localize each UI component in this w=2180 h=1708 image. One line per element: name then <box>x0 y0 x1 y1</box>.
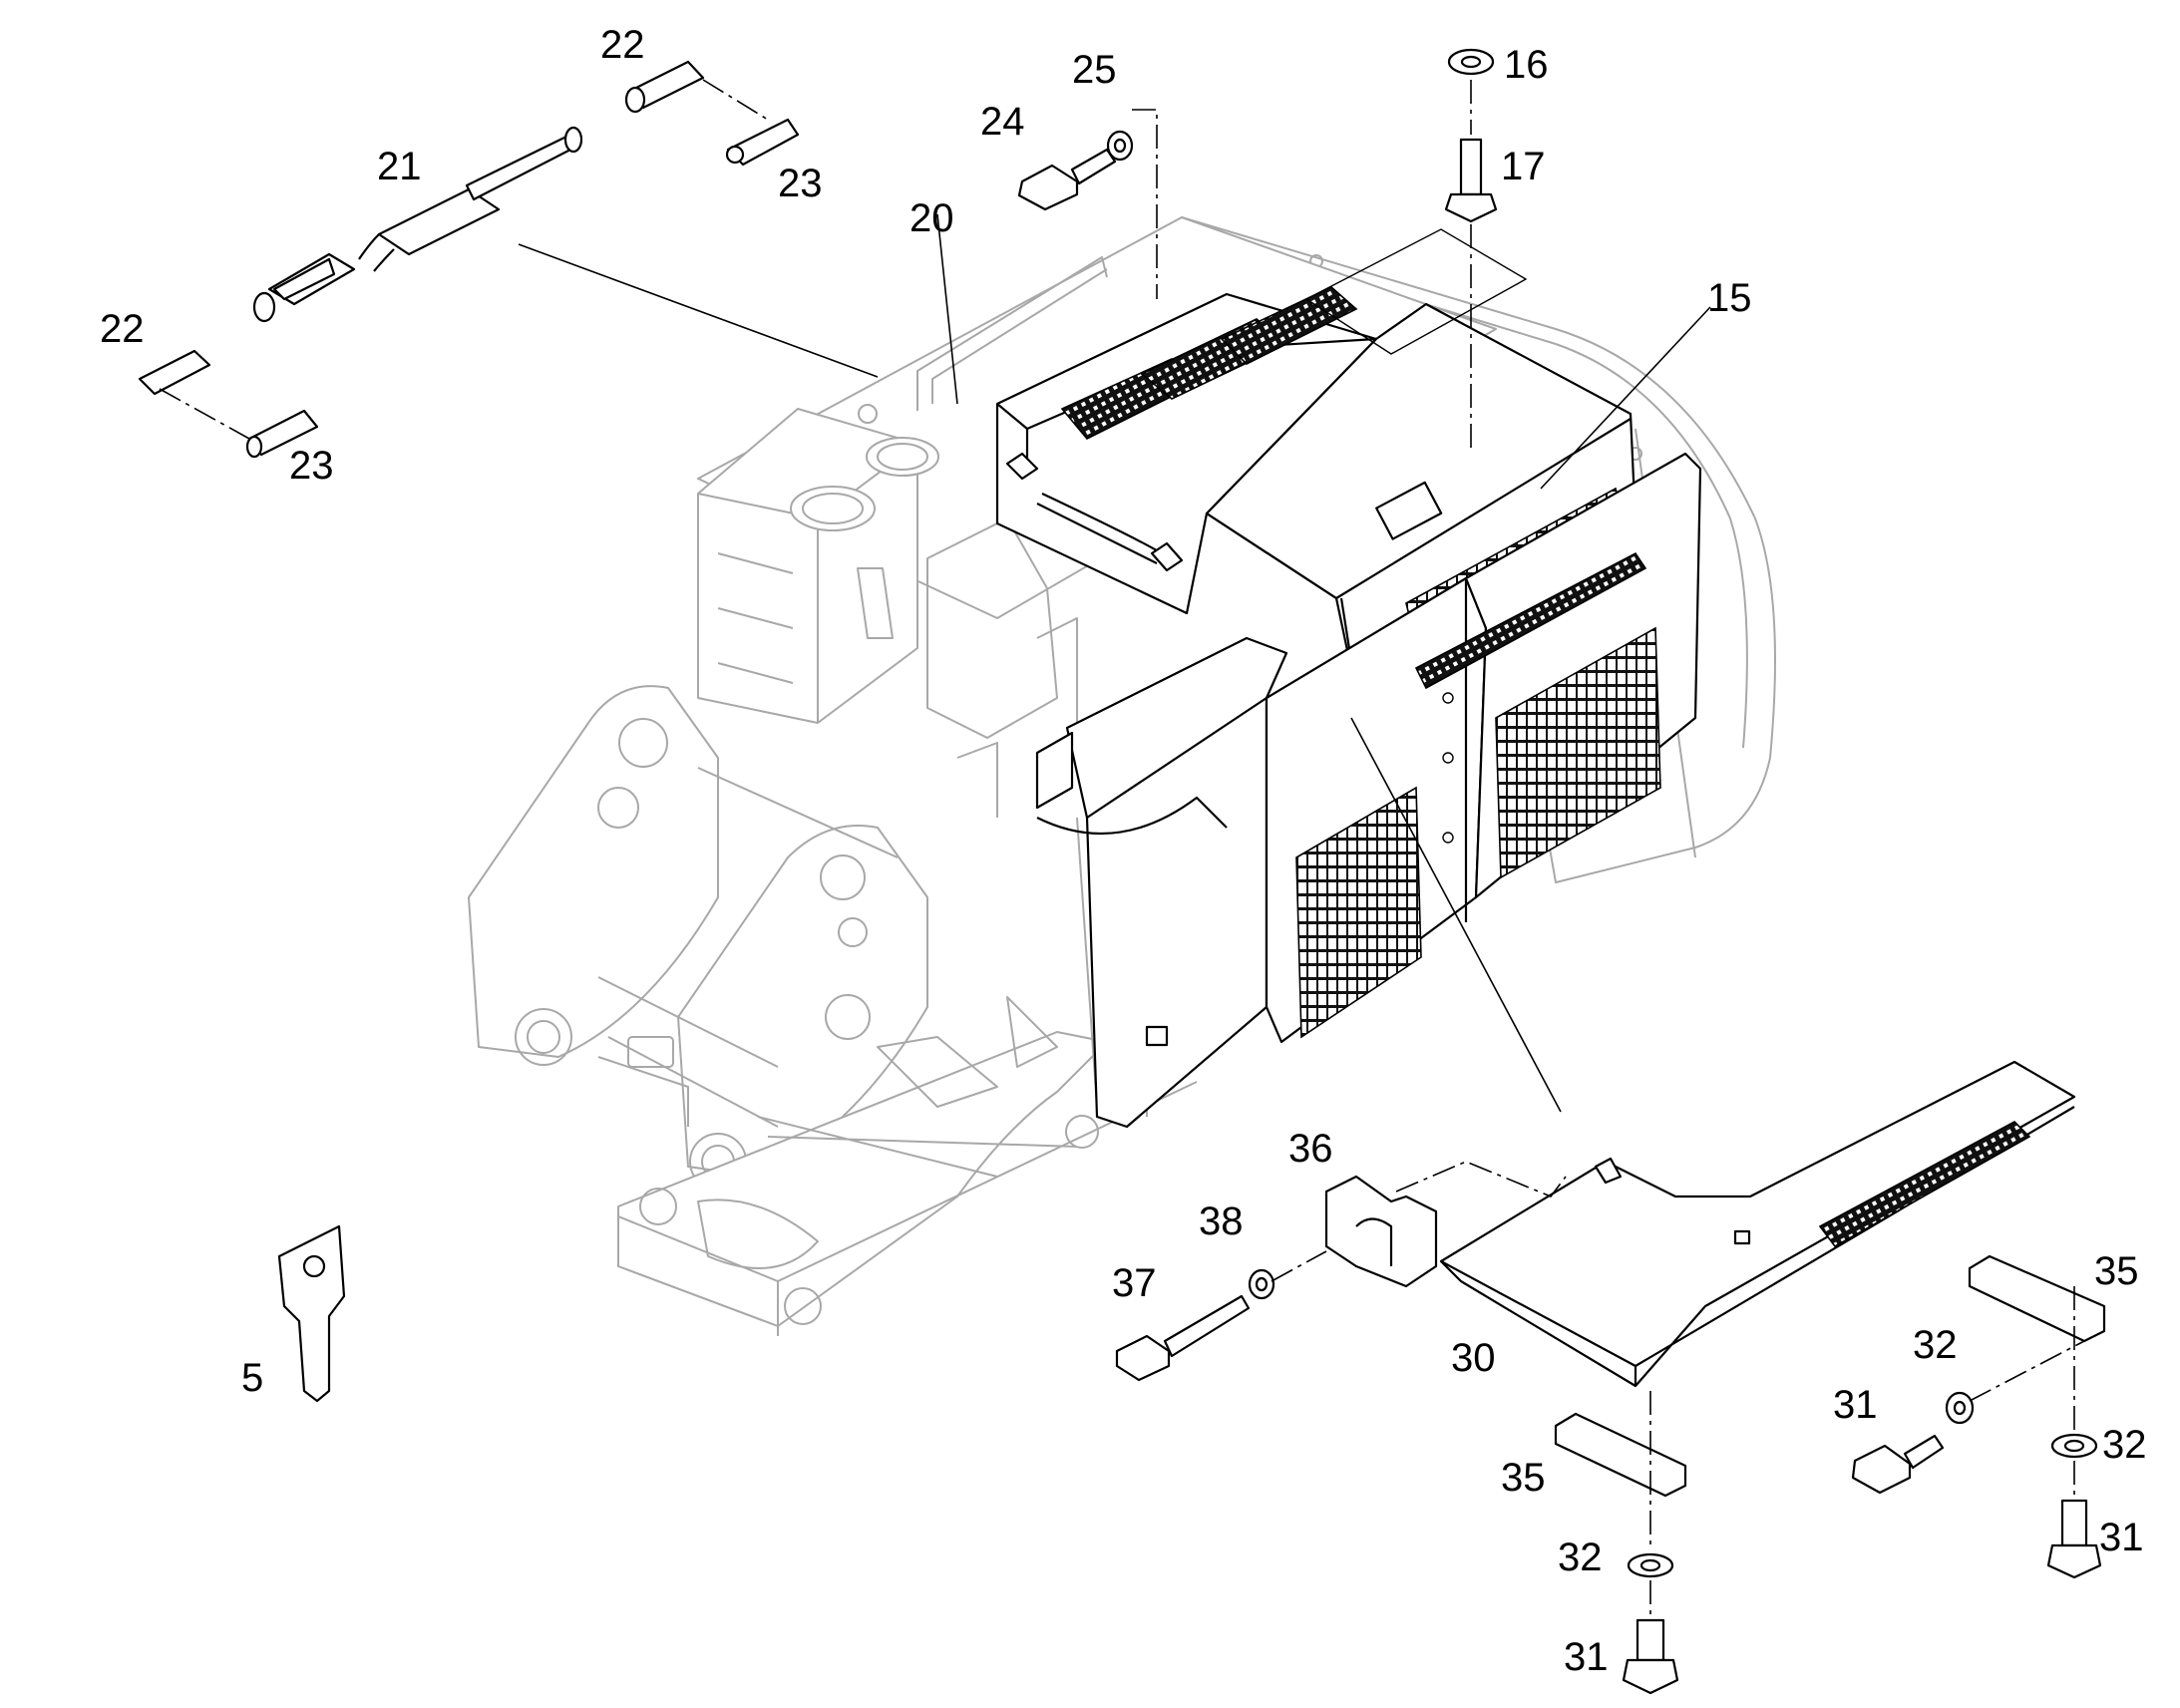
part-24-25-bolt-washer <box>1017 130 1134 211</box>
callout-31: 31 <box>2099 1516 2144 1559</box>
part-22-23-end-fittings <box>138 60 800 459</box>
part-16-17-bolt-washer <box>1444 48 1498 223</box>
callout-35: 35 <box>1501 1456 1546 1500</box>
part-20-engine-hood <box>995 286 1378 615</box>
callout-22: 22 <box>600 23 645 67</box>
part-36-bracket-block <box>1324 1175 1438 1288</box>
callout-17: 17 <box>1501 145 1546 188</box>
part-35-brackets <box>1554 1254 2106 1498</box>
part-31-32-bolts-washers <box>1115 1268 2102 1695</box>
callout-23: 23 <box>289 444 334 488</box>
callout-23: 23 <box>778 162 823 205</box>
callout-21: 21 <box>377 145 422 188</box>
callout-25: 25 <box>1072 48 1117 92</box>
callout-24: 24 <box>980 100 1025 144</box>
callout-22: 22 <box>100 307 145 351</box>
callout-35: 35 <box>2094 1249 2139 1293</box>
part-21-gas-strut <box>252 126 583 323</box>
callout-32: 32 <box>1558 1536 1603 1579</box>
side-access-panels <box>1035 452 1702 1129</box>
callout-32: 32 <box>2102 1423 2147 1467</box>
callout-31: 31 <box>1833 1383 1878 1427</box>
callout-30: 30 <box>1451 1336 1496 1380</box>
part-30-step-panel <box>1439 1060 2076 1388</box>
callout-5: 5 <box>241 1356 263 1400</box>
callout-15: 15 <box>1707 276 1752 320</box>
callout-37: 37 <box>1112 1261 1157 1305</box>
part-5-key <box>277 1224 346 1403</box>
callout-labels: 16 17 15 20 21 22 22 23 23 24 25 5 30 31… <box>100 23 2147 1679</box>
callout-32: 32 <box>1913 1323 1958 1367</box>
callout-20: 20 <box>909 196 954 240</box>
leader-lines <box>159 79 2085 1615</box>
callout-31: 31 <box>1564 1635 1609 1679</box>
callout-38: 38 <box>1199 1199 1244 1243</box>
callout-36: 36 <box>1288 1127 1333 1171</box>
callout-16: 16 <box>1504 43 1549 87</box>
